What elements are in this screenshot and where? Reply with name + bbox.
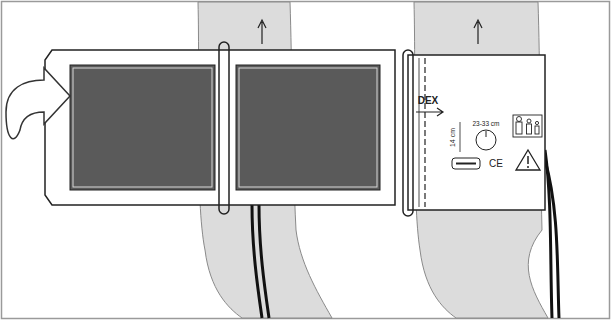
seam (419, 58, 420, 207)
logo-box (452, 158, 480, 169)
logo-mark (456, 163, 476, 165)
range-circle-mark (486, 131, 487, 137)
width-bar (460, 122, 461, 152)
tube (259, 205, 269, 318)
bladder-edge (239, 68, 377, 187)
arm-range: 23-33 cm (472, 121, 499, 128)
patient-icon (513, 115, 542, 137)
range-circle (476, 130, 496, 150)
bladder (236, 65, 380, 190)
cuff-width: 14 cm (450, 127, 457, 146)
warning-triangle (516, 150, 540, 170)
bladder-edge (73, 68, 212, 187)
wrap-arrow (6, 68, 70, 139)
seam (424, 58, 425, 207)
cuff-unrolled (45, 50, 395, 205)
tube (545, 160, 559, 318)
direction-arrow (474, 20, 482, 44)
d-ring (403, 50, 413, 216)
ce-mark: CE (489, 159, 503, 169)
d-ring (219, 42, 229, 214)
direction-arrow (258, 20, 266, 44)
bladder (70, 65, 215, 190)
index-arrow (416, 108, 443, 116)
warning-mark (527, 156, 529, 168)
side-marker: DEX (418, 96, 439, 106)
cuff-wrapped (408, 55, 545, 210)
